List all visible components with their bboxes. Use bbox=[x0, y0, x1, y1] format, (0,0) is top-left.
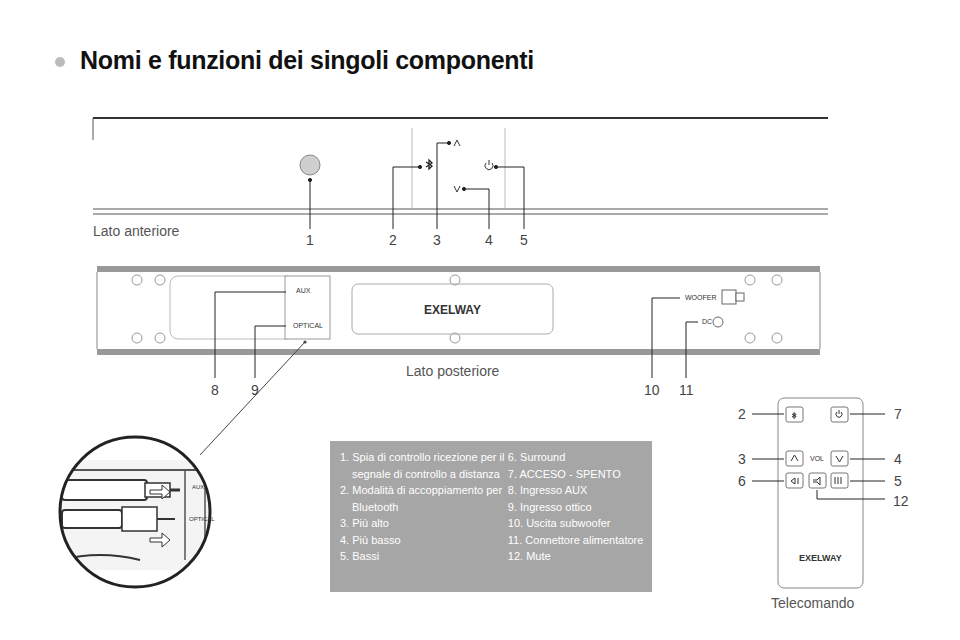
port-label: DC bbox=[702, 318, 712, 326]
callout-number: 8 bbox=[211, 383, 219, 398]
port-label: WOOFER bbox=[685, 294, 717, 302]
bullet bbox=[55, 57, 65, 67]
legend-item: 6. Surround bbox=[508, 449, 646, 466]
legend-item: 7. ACCESO - SPENTO bbox=[508, 466, 646, 483]
legend-item: 8. Ingresso AUX bbox=[508, 482, 646, 499]
legend-item: 12. Mute bbox=[508, 548, 646, 565]
legend-panel: 1. Spia di controllo ricezione per il se… bbox=[330, 441, 652, 592]
legend-column: 6. Surround7. ACCESO - SPENTO8. Ingresso… bbox=[508, 449, 646, 584]
port-label: AUX bbox=[296, 287, 310, 295]
callout-number: 1 bbox=[306, 233, 314, 248]
zoom-detail bbox=[60, 342, 305, 587]
legend-item: 2. Modalità di accoppiamento per Bluetoo… bbox=[340, 482, 508, 515]
port-label: AUX bbox=[192, 484, 204, 491]
callout-number: 5 bbox=[520, 233, 528, 248]
legend-item: 1. Spia di controllo ricezione per il se… bbox=[340, 449, 508, 482]
legend-item: 4. Più basso bbox=[340, 532, 508, 549]
port-label: OPTICAL bbox=[293, 322, 323, 330]
callout-number: 3 bbox=[738, 452, 746, 467]
callout-number: 2 bbox=[389, 233, 397, 248]
view-label: Lato posteriore bbox=[406, 364, 499, 379]
brand-logo: EXELWAY bbox=[799, 554, 842, 564]
legend-item: 11. Connettore alimentatore bbox=[508, 532, 646, 549]
callout-number: 4 bbox=[485, 233, 493, 248]
callout-number: 3 bbox=[433, 233, 441, 248]
front-panel bbox=[93, 118, 828, 229]
view-label: Telecomando bbox=[771, 596, 854, 611]
legend-item: 10. Uscita subwoofer bbox=[508, 515, 646, 532]
legend-column: 1. Spia di controllo ricezione per il se… bbox=[340, 449, 508, 584]
callout-number: 6 bbox=[738, 474, 746, 489]
brand-logo: EXELWAY bbox=[424, 304, 481, 317]
callout-number: 4 bbox=[894, 452, 902, 467]
callout-number: 11 bbox=[679, 383, 694, 398]
callout-number: 12 bbox=[893, 494, 909, 509]
callout-number: 2 bbox=[738, 407, 746, 422]
callout-number: 9 bbox=[251, 383, 259, 398]
remote-control bbox=[752, 398, 885, 588]
callout-number: 5 bbox=[894, 474, 902, 489]
rear-panel bbox=[97, 266, 820, 378]
port-label: OPTICAL bbox=[189, 516, 215, 523]
callout-number: 10 bbox=[644, 383, 660, 398]
view-label: Lato anteriore bbox=[93, 224, 179, 239]
button-label: VOL bbox=[810, 455, 824, 463]
callout-number: 7 bbox=[894, 407, 902, 422]
legend-item: 5. Bassi bbox=[340, 548, 508, 565]
legend-item: 3. Più alto bbox=[340, 515, 508, 532]
legend-item: 9. Ingresso ottico bbox=[508, 499, 646, 516]
page-title: Nomi e funzioni dei singoli componenti bbox=[80, 46, 534, 75]
